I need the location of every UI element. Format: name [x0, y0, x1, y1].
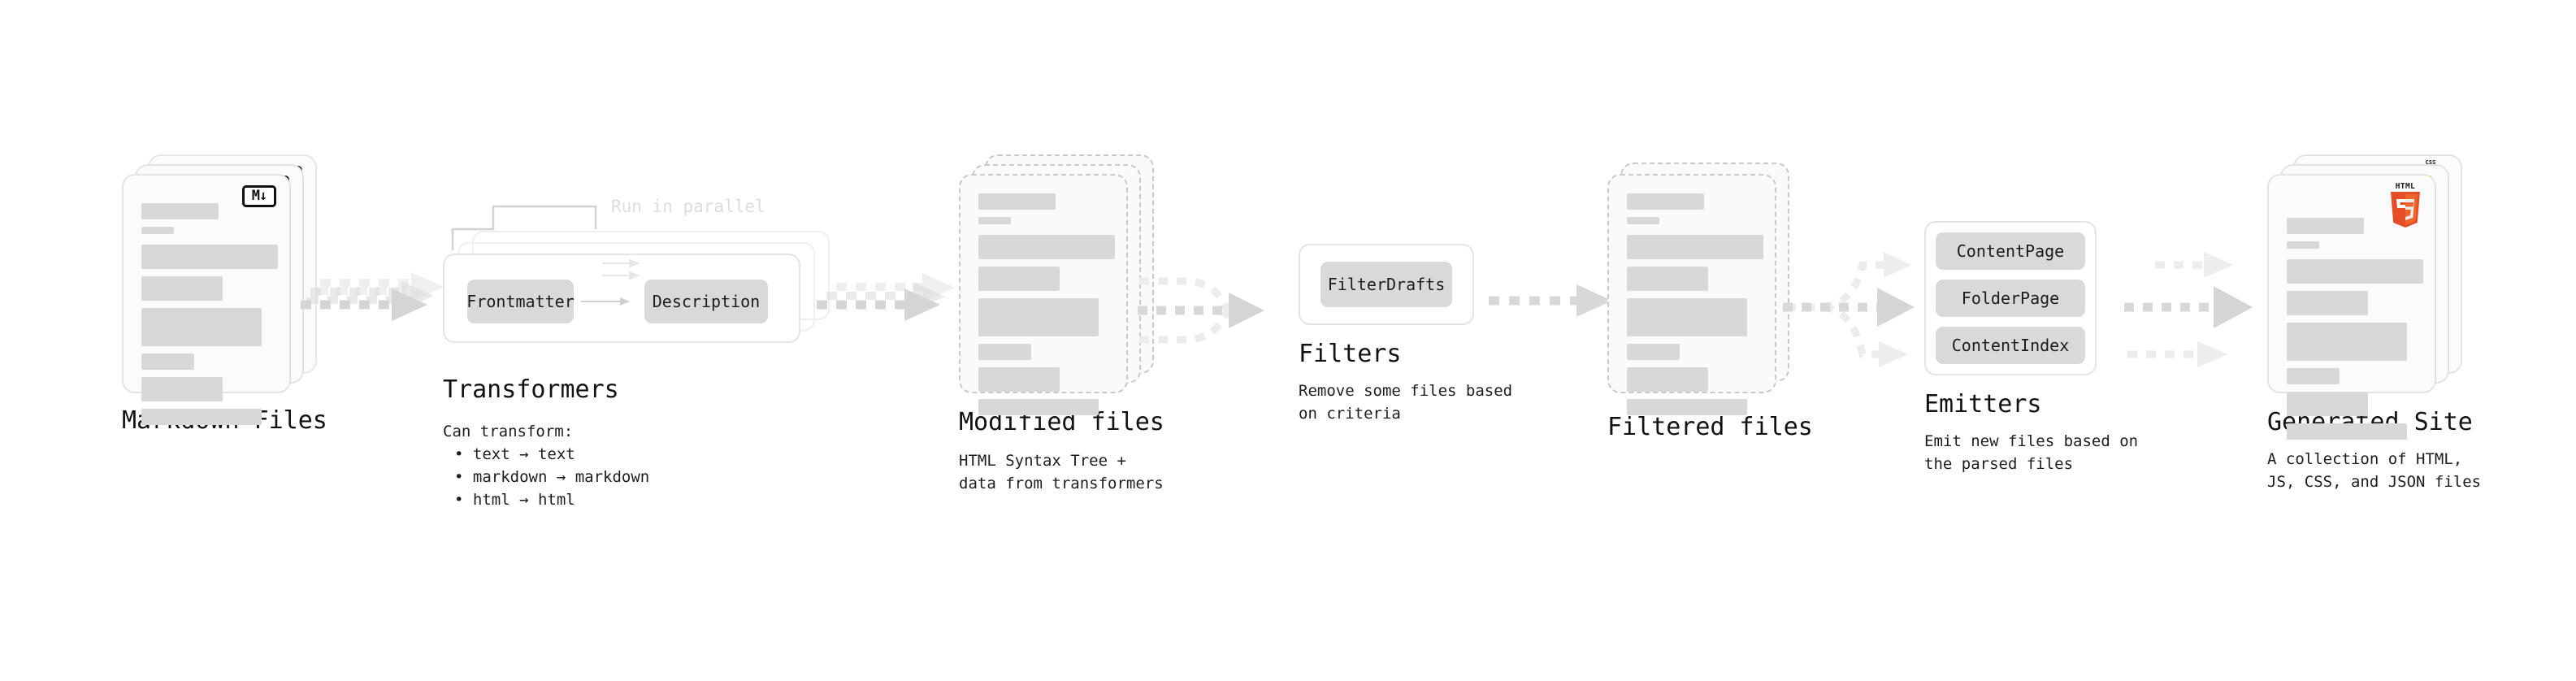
connector-filtered-to-emitters	[1783, 252, 1915, 367]
run-in-parallel-brace	[451, 205, 597, 250]
emitter-pill-contentindex[interactable]: ContentIndex	[1936, 327, 2085, 364]
filter-pill-filterdrafts[interactable]: FilterDrafts	[1321, 262, 1452, 307]
html5-icon: HTML	[2387, 182, 2423, 228]
transformers-bullet-0: • text → text	[454, 445, 575, 463]
markdown-card-front[interactable]: M↓	[122, 174, 291, 425]
transformer-inner-arrows-ghost	[602, 258, 640, 280]
pill-label: Frontmatter	[466, 292, 575, 311]
card-skeleton	[1627, 193, 1763, 423]
run-in-parallel-label: Run in parallel	[611, 197, 765, 216]
transformers-bullet-2: • html → html	[454, 491, 575, 509]
generated-site-subtitle: A collection of HTML, JS, CSS, and JSON …	[2267, 450, 2482, 491]
transformers-subtitle: Can transform:	[443, 423, 574, 440]
site-card-front-html[interactable]: HTML	[2267, 174, 2436, 440]
transformer-inner-arrow	[581, 297, 630, 306]
card-skeleton	[2287, 218, 2423, 447]
filtered-card-front[interactable]	[1607, 174, 1776, 415]
pill-label: FolderPage	[1961, 288, 2060, 308]
stage-title-filters: Filters	[1299, 340, 1402, 368]
stage-title-transformers: Transformers	[443, 375, 619, 404]
pill-label: ContentIndex	[1951, 336, 2070, 355]
connector-emitters-to-site	[2124, 252, 2253, 367]
connector-transformers-to-modified	[817, 273, 955, 321]
transformer-pill-frontmatter[interactable]: Frontmatter	[466, 280, 575, 323]
card-skeleton	[141, 203, 278, 432]
emitter-pill-contentpage[interactable]: ContentPage	[1936, 232, 2085, 270]
html5-wordmark: HTML	[2395, 182, 2416, 191]
emitters-subtitle: Emit new files based on the parsed files	[1924, 432, 2139, 473]
filters-subtitle: Remove some files based on criteria	[1299, 382, 1513, 423]
transformers-bullet-1: • markdown → markdown	[454, 468, 650, 486]
transformer-pill-description[interactable]: Description	[644, 280, 768, 323]
modified-card-front[interactable]	[959, 174, 1128, 415]
stage-title-emitters: Emitters	[1924, 390, 2042, 419]
connector-markdown-to-transformers	[301, 272, 444, 321]
emitter-pill-folderpage[interactable]: FolderPage	[1936, 280, 2085, 317]
pill-label: ContentPage	[1956, 241, 2065, 261]
pill-label: Description	[652, 292, 761, 311]
modified-files-subtitle: HTML Syntax Tree + data from transformer…	[959, 452, 1164, 492]
pill-label: FilterDrafts	[1327, 275, 1446, 294]
markdown-icon: M↓	[242, 185, 276, 207]
stage-title-filtered-files: Filtered files	[1607, 413, 1813, 441]
connector-modified-to-filters	[1138, 277, 1264, 344]
card-skeleton	[978, 193, 1115, 423]
connector-filters-to-filtered	[1489, 284, 1612, 317]
